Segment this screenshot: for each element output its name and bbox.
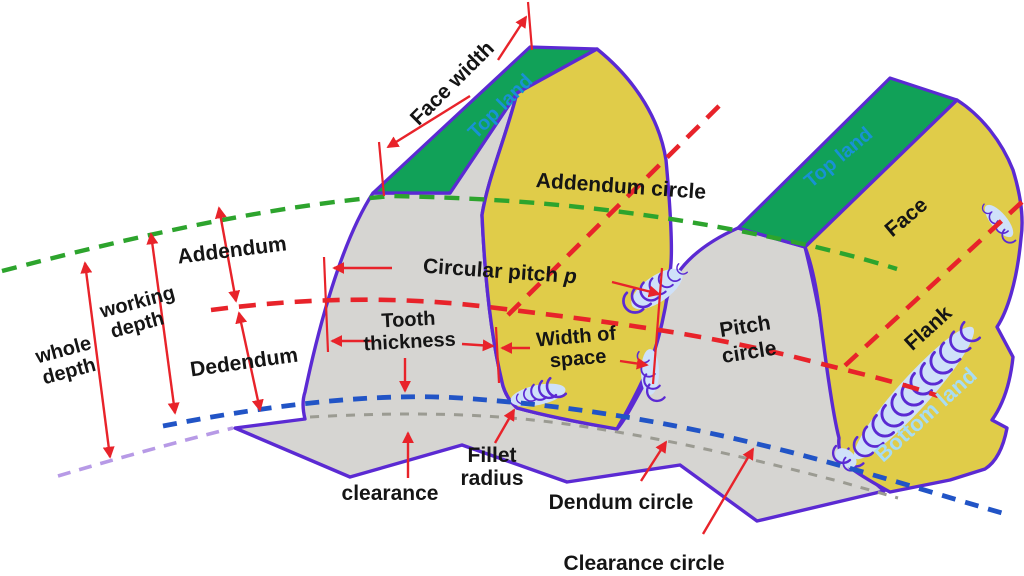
whole-depth-arrow — [80, 261, 115, 459]
fillet-radius-arrow — [493, 408, 516, 444]
circular-pitch-arrow-right — [611, 280, 661, 298]
width-of-space-tick-right — [651, 267, 664, 385]
mating-pitch-line-right — [836, 200, 1024, 374]
face-width-tick-right — [526, 1, 534, 51]
label-clearance: clearance — [342, 482, 439, 505]
dendum-circle-arrow — [639, 440, 668, 482]
circular-pitch-tick-left — [322, 256, 330, 353]
dedendum-arrow — [235, 311, 264, 412]
clearance-circle-arrow — [701, 447, 755, 535]
face-width-arrow-right — [496, 15, 528, 61]
fillet-hatch-middle-tooth-left — [510, 376, 568, 407]
label-dedendum: Dedendum — [189, 344, 300, 382]
clearance-circle-line — [162, 394, 1003, 516]
dedendum-circle-line — [309, 412, 899, 500]
label-working-depth: workingdepth — [97, 282, 183, 345]
label-whole-depth: wholedepth — [32, 332, 99, 389]
tooth-thickness-arrow-right — [461, 339, 495, 352]
label-clearance-circle: Clearance circle — [563, 552, 724, 575]
middle-tooth-side-face — [480, 47, 674, 431]
root-circle-line-left — [57, 426, 234, 478]
label-addendum: Addendum — [176, 232, 288, 268]
tooth-thickness-tick-right — [494, 326, 501, 384]
label-tooth-thickness: Tooththickness — [362, 307, 456, 356]
pitch-circle-line — [210, 297, 939, 399]
label-dendum-circle: Dendum circle — [549, 491, 694, 514]
label-width-of-space: Width ofspace — [535, 323, 619, 374]
mating-pitch-line-upper — [503, 104, 721, 320]
addendum-circle-line — [1, 193, 898, 274]
right-tooth-side-face — [803, 98, 1024, 494]
working-depth-arrow — [146, 232, 180, 415]
dimension-arrows — [80, 1, 755, 535]
addendum-arrow — [214, 206, 241, 303]
width-of-space-arrow-right — [619, 357, 649, 370]
face-width-arrow-left — [386, 94, 471, 149]
face-width-tick-left — [377, 141, 386, 197]
